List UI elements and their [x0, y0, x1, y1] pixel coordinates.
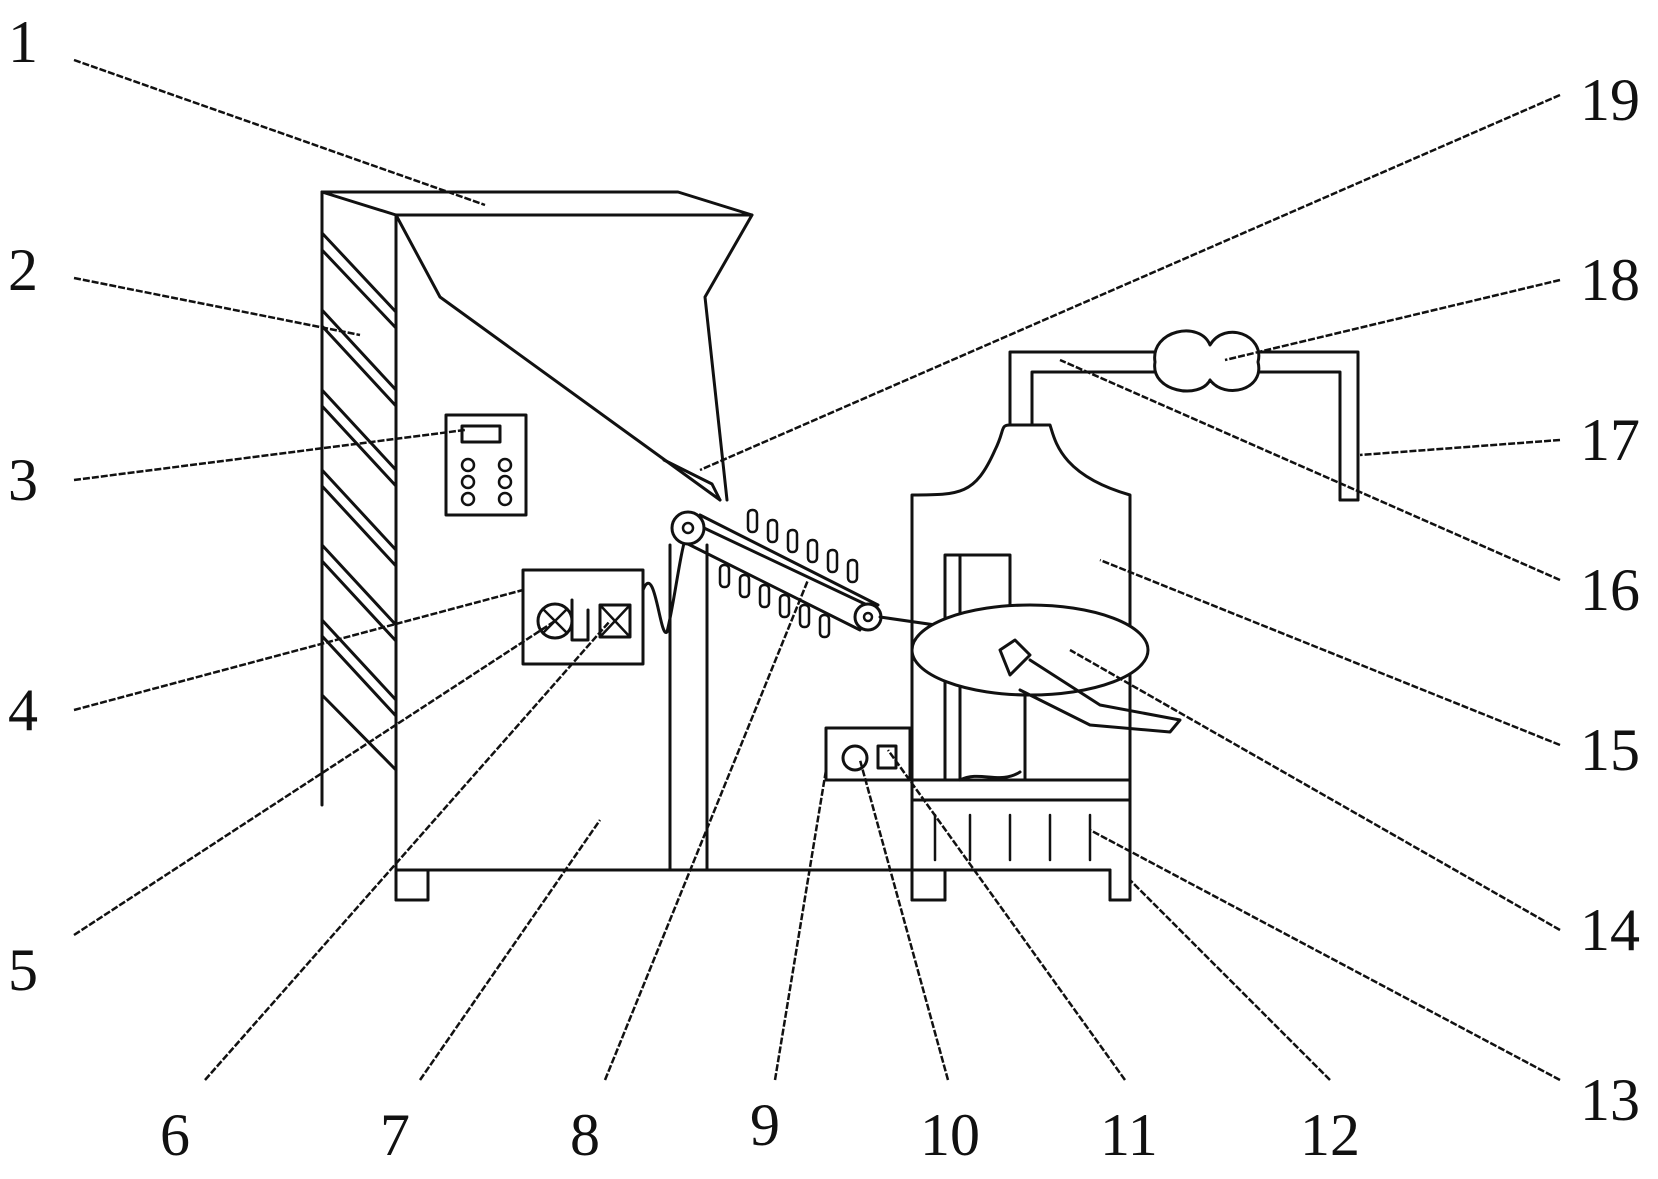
motor-box	[521, 568, 645, 666]
label-16: 16	[1580, 557, 1640, 623]
feed-hopper	[394, 213, 754, 502]
label-8: 8	[570, 1102, 600, 1168]
side-wall-panel	[320, 190, 398, 807]
label-17: 17	[1580, 407, 1640, 473]
label-9: 9	[750, 1092, 780, 1158]
label-2: 2	[8, 237, 38, 303]
conveyor-belt	[662, 458, 972, 639]
label-3: 3	[8, 447, 38, 513]
label-15: 15	[1580, 717, 1640, 783]
part-labels: 1 2 3 4 5 6 7 8 9 10 11 12 13 14 15 16 1…	[8, 9, 1640, 1168]
label-7: 7	[380, 1102, 410, 1168]
leader-lines	[73, 58, 1561, 1082]
label-1: 1	[8, 9, 38, 75]
label-13: 13	[1580, 1067, 1640, 1133]
storage-tank	[910, 423, 1182, 902]
main-housing	[320, 190, 1112, 902]
label-10: 10	[920, 1102, 980, 1168]
label-18: 18	[1580, 247, 1640, 313]
label-6: 6	[160, 1102, 190, 1168]
exhaust-pipe	[1008, 329, 1360, 502]
label-12: 12	[1300, 1102, 1360, 1168]
label-11: 11	[1100, 1102, 1158, 1168]
label-5: 5	[8, 937, 38, 1003]
pump-box	[824, 726, 912, 782]
label-19: 19	[1580, 67, 1640, 133]
label-4: 4	[8, 677, 38, 743]
label-14: 14	[1580, 897, 1640, 963]
